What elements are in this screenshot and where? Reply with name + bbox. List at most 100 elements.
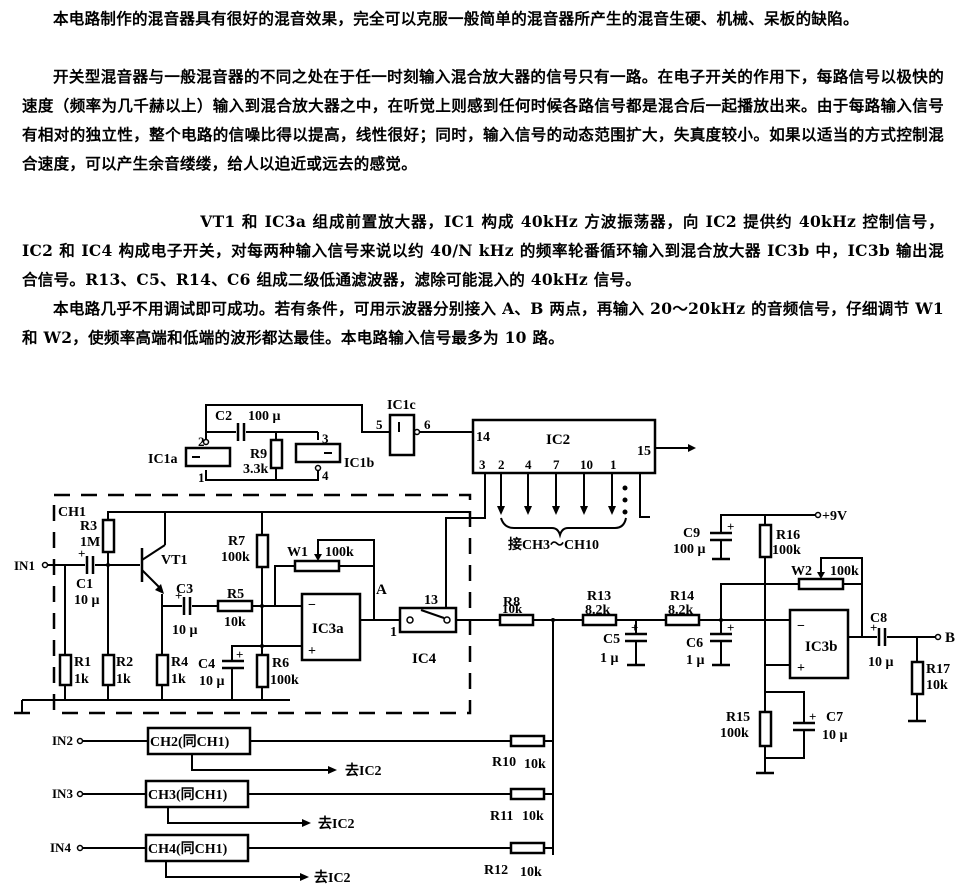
vt1-label: VT1 <box>161 553 187 568</box>
r3-value: 1M <box>80 535 100 550</box>
ch2-block-label: CH2(同CH1) <box>150 734 230 750</box>
ic3a-label: IC3a <box>312 621 344 637</box>
r17-value: 10k <box>926 678 948 693</box>
r4-label: R4 <box>171 655 188 670</box>
ch1-boundary <box>52 493 472 715</box>
r1-label: R1 <box>74 655 91 670</box>
r12-label: R12 <box>484 863 508 878</box>
ic3b-minus: − <box>797 619 805 634</box>
ic2-pin-1: 1 <box>610 457 617 472</box>
ic2-chip <box>471 418 657 475</box>
ch4-to-ic2: 去IC2 <box>314 869 351 886</box>
ic2-pin14: 14 <box>476 430 490 445</box>
ic3a-minus: − <box>308 598 316 613</box>
r4-resistor <box>155 653 170 687</box>
ic1a-pin1: 1 <box>198 470 205 485</box>
r5-label: R5 <box>227 587 244 602</box>
vcc-terminal <box>814 511 822 519</box>
r10-resistor <box>509 734 546 748</box>
ic2-pin-2: 2 <box>498 457 505 472</box>
paragraph-principle: 开关型混音器与一般混音器的不同之处在于任一时刻输入混合放大器的信号只有一路。在电… <box>22 67 944 173</box>
ic1c-pin5: 5 <box>376 417 383 432</box>
w1-value: 100k <box>325 545 354 560</box>
r13-label: R13 <box>587 589 611 604</box>
c2-label: C2 <box>215 409 232 424</box>
r11-value: 10k <box>522 809 544 824</box>
ic2-to-ic4-control <box>445 473 486 613</box>
c5-value: 1 μ <box>600 651 619 666</box>
svg-text:+: + <box>870 620 877 635</box>
r6-resistor <box>255 653 270 689</box>
r1-value: 1k <box>74 672 89 687</box>
r3-resistor <box>101 518 116 554</box>
r7-resistor <box>255 533 270 569</box>
in3-terminal <box>76 790 84 798</box>
ic3a-plus: + <box>308 644 316 659</box>
paragraph-intro: 本电路制作的混音器具有很好的混音效果，完全可以克服一般简单的混音器所产生的混音生… <box>53 9 859 28</box>
ic1b-gate <box>294 442 342 464</box>
r7-value: 100k <box>221 550 250 565</box>
in4-terminal <box>76 844 84 852</box>
r16-resistor <box>758 523 773 559</box>
ic1c-pin6: 6 <box>424 417 431 432</box>
r4-value: 1k <box>171 672 186 687</box>
r2-resistor <box>101 653 116 687</box>
vcc-label: +9V <box>822 509 847 524</box>
ic1c-label: IC1c <box>387 398 416 413</box>
r12-resistor <box>509 841 546 855</box>
ic2-label: IC2 <box>546 432 570 448</box>
ic1a-gate <box>184 446 232 468</box>
ic3b-label: IC3b <box>805 639 838 655</box>
r8-label: R8 <box>503 595 520 610</box>
paragraph-circuit-description: VT1 和 IC3a 组成前置放大器，IC1 构成 40kHz 方波振荡器，向 … <box>22 212 944 289</box>
r1-resistor <box>58 653 73 687</box>
w2-potentiometer <box>797 577 845 591</box>
ic2-brace-label: 接CH3～CH10 <box>508 536 599 553</box>
channel-3: IN3 CH3(同CH1) R11 10k 去IC2 <box>52 779 553 832</box>
in2-terminal <box>76 737 84 745</box>
r7-label: R7 <box>228 534 245 549</box>
r2-value: 1k <box>116 672 131 687</box>
ic2-pin-7: 7 <box>553 457 560 472</box>
in1-terminal <box>41 561 49 569</box>
c8-label: C8 <box>870 611 887 626</box>
c7-value: 10 μ <box>822 728 848 743</box>
r9-resistor <box>269 438 284 470</box>
point-b-terminal <box>934 633 942 641</box>
r10-value: 10k <box>524 757 546 772</box>
ic2-output-arrows <box>497 473 650 518</box>
in2-label: IN2 <box>52 733 73 748</box>
ic3b-plus: + <box>797 661 805 676</box>
channel-4: IN4 CH4(同CH1) R12 10k 去IC2 <box>50 833 553 886</box>
in1-label: IN1 <box>14 558 35 573</box>
c6-label: C6 <box>686 636 703 651</box>
r5-value: 10k <box>224 615 246 630</box>
point-b-label: B <box>945 630 955 646</box>
ch2-to-ic2: 去IC2 <box>345 762 382 779</box>
svg-text:+: + <box>727 519 734 534</box>
c3-label: C3 <box>176 582 193 597</box>
ic2-brace <box>500 517 627 539</box>
ic1c-gate <box>388 413 416 457</box>
ch4-block-label: CH4(同CH1) <box>148 841 228 857</box>
svg-text:+: + <box>631 620 638 635</box>
r17-resistor <box>910 660 925 696</box>
oscillator-section: C2 100 μ R9 3.3k IC1a IC1b IC1c 2 1 3 4 … <box>148 398 475 485</box>
c9-value: 100 μ <box>673 542 706 557</box>
ch1-preamp: IN1 + C1 10 μ R1 1k R3 1M R2 1k VT1 <box>14 511 500 715</box>
c9-label: C9 <box>683 526 700 541</box>
ic3b-opamp <box>788 608 850 680</box>
r14-value: 8.2k <box>668 603 694 618</box>
ic2-pin-10: 10 <box>580 457 593 472</box>
r5-resistor <box>216 599 254 613</box>
r11-resistor <box>509 787 546 801</box>
ic2-pin-3: 3 <box>479 457 486 472</box>
c7-label: C7 <box>826 710 843 725</box>
w2-value: 100k <box>830 564 859 579</box>
c8-value: 10 μ <box>868 655 894 670</box>
r10-label: R10 <box>492 755 516 770</box>
r11-label: R11 <box>490 809 513 824</box>
w2-label: W2 <box>791 564 812 579</box>
r6-label: R6 <box>272 656 289 671</box>
